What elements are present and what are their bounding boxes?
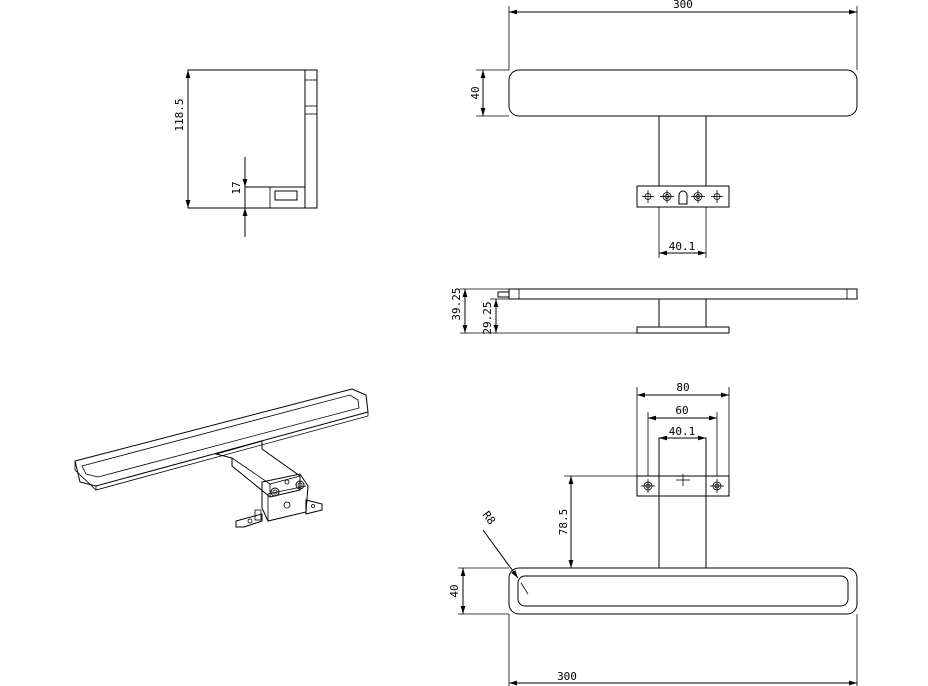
dim-bottom-holes: 60	[675, 404, 688, 417]
dim-side-gap: 17	[230, 181, 243, 194]
dim-front-total: 39.25	[450, 287, 463, 320]
iso-arm	[214, 440, 301, 498]
front-arm	[658, 298, 707, 328]
bottom-bar-inner	[517, 575, 849, 607]
iso-screw-2	[295, 480, 305, 490]
front-view: 39.25 29.25	[450, 287, 858, 335]
top-arm	[658, 115, 707, 187]
iso-hole	[283, 501, 291, 509]
top-hole-1	[642, 190, 654, 203]
bottom-hole-right	[710, 479, 724, 493]
bottom-hole-left	[641, 479, 655, 493]
dim-line-bottom-radius	[482, 529, 519, 579]
iso-pin	[284, 479, 290, 485]
top-hole-2	[660, 190, 674, 203]
iso-foot-left	[235, 513, 263, 528]
dim-side-height: 118.5	[173, 98, 186, 131]
iso-foot-right	[305, 499, 323, 515]
front-bar	[508, 288, 858, 300]
bottom-bar-outer	[508, 567, 858, 615]
top-hole-4	[711, 190, 723, 203]
iso-bar-inner	[81, 394, 360, 478]
dim-front-arm: 29.25	[481, 301, 494, 334]
dim-bottom-reach: 78.5	[557, 509, 570, 536]
top-hole-3	[691, 190, 705, 203]
iso-slot	[254, 509, 262, 521]
top-bar	[508, 69, 858, 117]
dim-top-bar-height: 40	[469, 86, 482, 99]
dim-top-width: 300	[673, 0, 693, 11]
dim-bottom-width: 300	[557, 670, 577, 683]
dim-top-arm: 40.1	[669, 240, 696, 253]
side-slot	[274, 190, 298, 201]
front-end-cap	[497, 291, 510, 298]
dim-bottom-arm: 40.1	[669, 425, 696, 438]
top-keyhole	[678, 190, 688, 205]
dim-bottom-radius: R8	[480, 509, 498, 527]
dim-bottom-plate: 80	[676, 381, 689, 394]
side-bracket	[244, 186, 306, 209]
front-mount-plate	[636, 326, 730, 334]
dim-bottom-bar-height: 40	[448, 584, 461, 597]
side-view: 118.5 17	[173, 69, 318, 237]
side-flange	[304, 69, 318, 209]
bottom-arm	[658, 437, 707, 569]
top-mount-plate	[636, 185, 730, 208]
bottom-view: 80 60 40.1 78.5 R8 40	[448, 381, 858, 686]
top-view: 300 40 40.1	[469, 0, 858, 258]
isometric-view	[74, 388, 369, 528]
iso-screw-1	[270, 487, 280, 497]
